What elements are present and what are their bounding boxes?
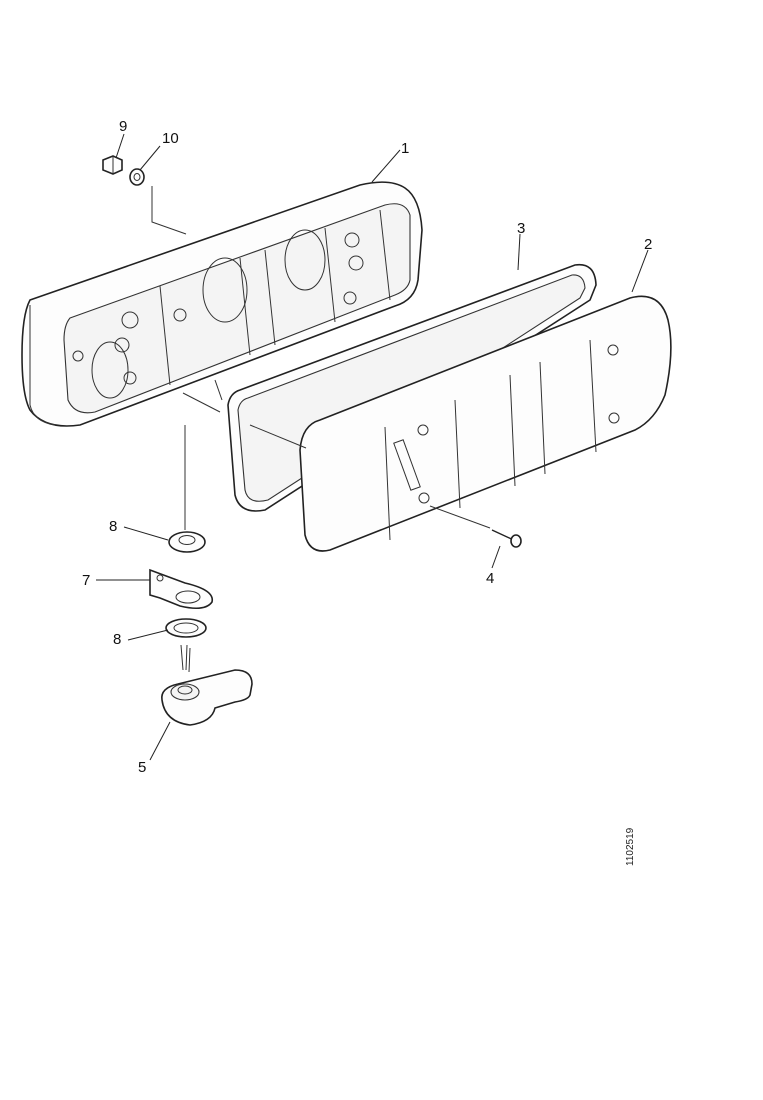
callout-3: 3 xyxy=(517,220,525,237)
part-5-bulb-holder xyxy=(161,644,253,726)
part-7-bracket xyxy=(149,568,214,610)
callout-7: 7 xyxy=(82,572,90,589)
reference-code: 1102519 xyxy=(625,827,636,866)
callout-2: 2 xyxy=(644,236,652,253)
callout-4: 4 xyxy=(486,570,494,587)
callout-8-upper: 8 xyxy=(109,518,117,535)
callout-9: 9 xyxy=(119,118,127,135)
part-4-screw xyxy=(429,505,522,548)
part-2-lens xyxy=(299,295,672,552)
part-9-nut xyxy=(102,155,123,175)
callout-10: 10 xyxy=(162,130,179,147)
part-8-washer-lower xyxy=(165,618,207,638)
part-10-washer xyxy=(129,168,145,186)
callout-1: 1 xyxy=(401,140,409,157)
callout-8-lower: 8 xyxy=(113,631,121,648)
part-8-nut-upper xyxy=(168,531,206,553)
part-1-housing xyxy=(21,181,423,427)
callout-5: 5 xyxy=(138,759,146,776)
